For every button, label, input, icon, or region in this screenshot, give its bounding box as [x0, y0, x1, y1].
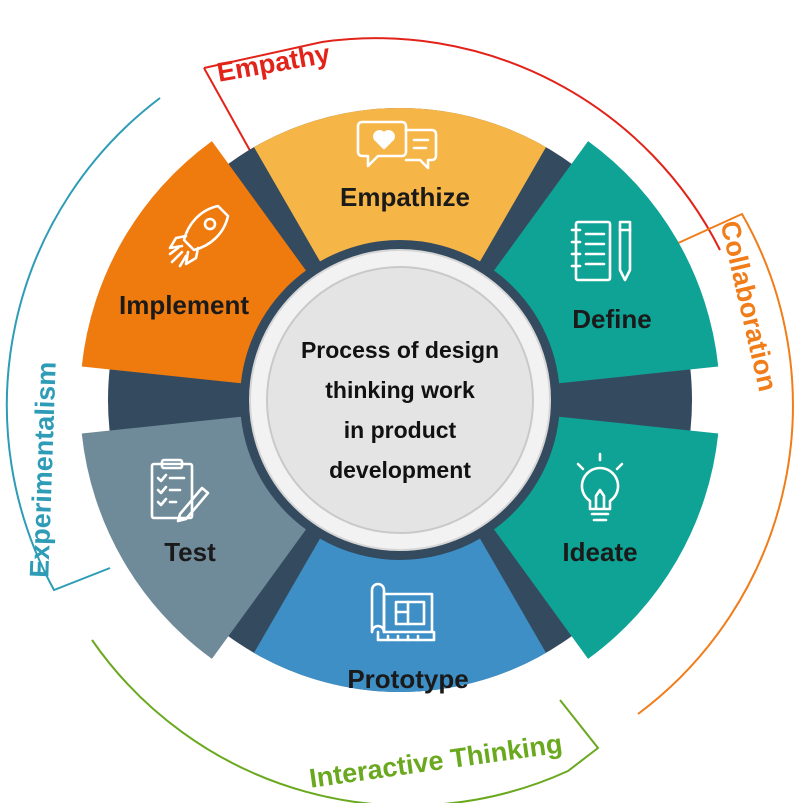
label-implement: Implement [119, 290, 249, 320]
notepad-pen-icon [570, 220, 632, 282]
segment-ideate[interactable] [494, 416, 719, 659]
label-test: Test [164, 537, 216, 567]
label-empathize: Empathize [340, 182, 470, 212]
outer-label-experimentalism: Experimentalism [24, 361, 62, 578]
segment-define[interactable] [494, 141, 719, 384]
outer-label-interactive-thinking: Interactive Thinking [307, 728, 564, 793]
label-prototype: Prototype [347, 664, 468, 694]
segment-prototype[interactable] [254, 538, 546, 692]
speech-bubbles-heart-icon [356, 120, 438, 170]
segment-empathize[interactable] [254, 107, 546, 262]
checklist-clipboard-icon [150, 458, 210, 523]
outer-arc-experimentalism [5, 97, 161, 592]
label-ideate: Ideate [562, 537, 637, 567]
center-line-1: Process of design [301, 337, 499, 363]
outer-label-collaboration: Collaboration [715, 218, 783, 394]
segments-group [81, 107, 719, 692]
center-line-3: in product [344, 417, 457, 443]
outer-arc-collaboration [637, 212, 794, 715]
lightbulb-icon [576, 452, 624, 522]
rocket-icon [168, 204, 230, 268]
center-line-2: thinking work [325, 377, 475, 403]
segment-test[interactable] [81, 416, 306, 659]
outer-label-empathy: Empathy [215, 38, 333, 87]
segment-implement[interactable] [81, 141, 306, 384]
label-define: Define [572, 304, 651, 334]
blueprint-icon [370, 582, 436, 642]
outer-arc-empathy [203, 37, 721, 251]
outer-arc-interactive-thinking [91, 639, 600, 803]
center-circle [266, 266, 534, 534]
center-line-4: development [329, 457, 471, 483]
